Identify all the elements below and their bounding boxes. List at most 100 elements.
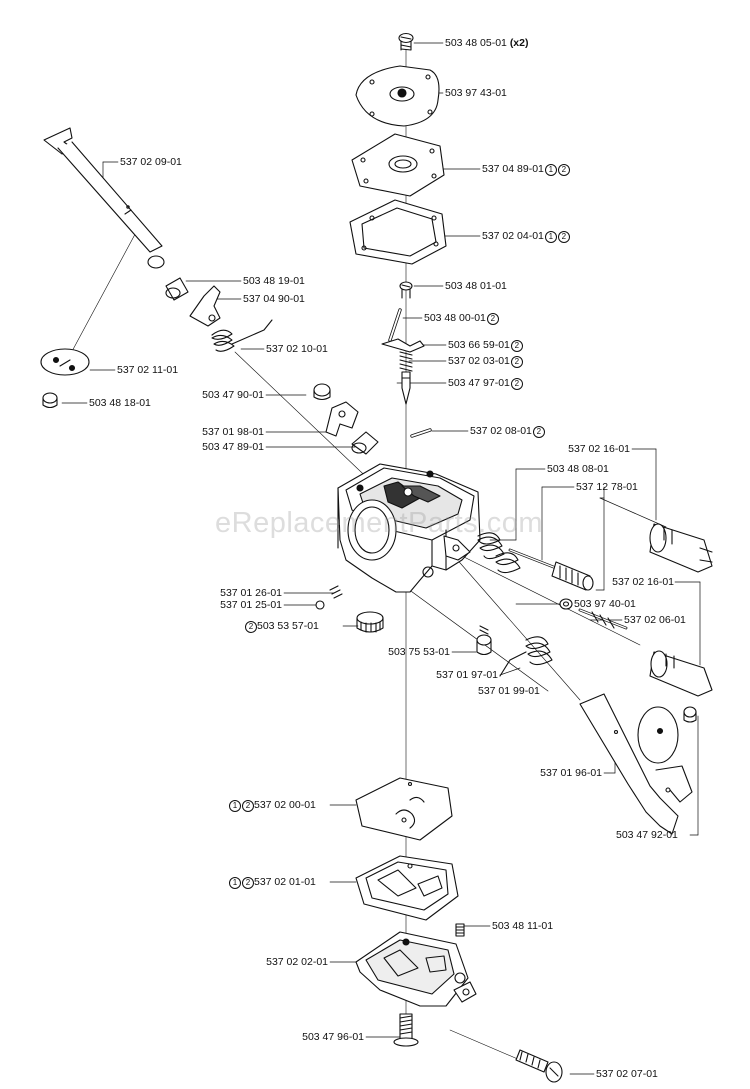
ref-marker-2: 2 [486, 313, 499, 325]
part-number: 503 48 00-01 [424, 312, 486, 324]
part-label-p16[interactable]: 503 48 18-01 [89, 397, 151, 409]
ref-marker-2: 2 [532, 426, 545, 438]
part-number: 537 01 96-01 [540, 767, 602, 779]
shaft-bushing [165, 277, 189, 301]
part-number: 537 02 04-01 [482, 230, 544, 242]
part-number: 503 97 40-01 [574, 598, 636, 610]
pivot-pin [410, 428, 432, 438]
part-label-p24[interactable]: 503 97 40-01 [574, 598, 636, 610]
part-label-p21[interactable]: 503 48 08-01 [547, 463, 609, 475]
part-label-p37[interactable]: 537 02 02-01 [234, 956, 328, 968]
cover-screw-small [455, 923, 465, 937]
part-label-p23[interactable]: 537 02 16-01 [580, 576, 674, 588]
carburetor-mount-screw [515, 1049, 563, 1083]
part-number: 503 75 53-01 [388, 646, 450, 658]
part-number: 503 48 08-01 [547, 463, 609, 475]
part-label-p1[interactable]: 503 48 05-01 (x2) [445, 37, 529, 49]
part-label-p27[interactable]: 537 01 25-01 [188, 599, 282, 611]
part-label-p12[interactable]: 503 48 19-01 [243, 275, 305, 287]
idle-screw-spring [499, 636, 553, 677]
ref-marker-2: 2 [245, 621, 257, 633]
part-number: 537 01 26-01 [220, 587, 282, 599]
ref-marker-2: 2 [557, 231, 570, 243]
part-label-p26[interactable]: 537 01 26-01 [188, 587, 282, 599]
part-number: 503 48 19-01 [243, 275, 305, 287]
part-number: 503 48 01-01 [445, 280, 507, 292]
inlet-needle-lever [381, 338, 425, 353]
part-label-p30[interactable]: 537 01 97-01 [404, 669, 498, 681]
part-label-p13[interactable]: 537 04 90-01 [243, 293, 305, 305]
ref-marker-2: 2 [510, 356, 523, 368]
choke-shaft [579, 693, 693, 835]
throttle-disc-screw [42, 392, 58, 409]
part-label-p17[interactable]: 503 47 90-01 [170, 389, 264, 401]
watermark-text: eReplacementParts.com [215, 507, 544, 539]
part-label-p20[interactable]: 537 02 16-01 [536, 443, 630, 455]
part-label-p18[interactable]: 537 01 98-01 [170, 426, 264, 438]
choke-disc-screw [683, 706, 697, 723]
limiter-cap-lower [649, 650, 713, 697]
choke-detent-ball [313, 383, 331, 401]
part-number: 503 47 97-01 [448, 377, 510, 389]
part-number: 537 02 09-01 [120, 156, 182, 168]
part-label-p39[interactable]: 537 02 07-01 [596, 1068, 658, 1080]
metering-diaphragm [355, 777, 453, 841]
pump-gasket [349, 199, 447, 265]
ref-marker-1: 1 [229, 800, 241, 812]
part-number: 537 01 25-01 [220, 599, 282, 611]
part-number: 537 01 97-01 [436, 669, 498, 681]
part-number: 537 04 90-01 [243, 293, 305, 305]
part-label-p25[interactable]: 537 02 06-01 [624, 614, 686, 626]
needle-spring-r [495, 552, 521, 574]
part-label-p22[interactable]: 537 12 78-01 [576, 481, 638, 493]
part-label-p29[interactable]: 503 75 53-01 [356, 646, 450, 658]
part-number: 537 01 98-01 [202, 426, 264, 438]
limiter-cap-upper [649, 523, 713, 573]
ref-marker-1: 1 [229, 877, 241, 889]
part-number: 537 02 06-01 [624, 614, 686, 626]
part-number: 537 02 01-01 [254, 876, 316, 888]
part-label-p11[interactable]: 537 02 09-01 [120, 156, 182, 168]
throttle-valve-disc [40, 348, 90, 376]
part-label-p36[interactable]: 503 48 11-01 [492, 920, 553, 932]
part-label-p15[interactable]: 537 02 11-01 [117, 364, 178, 376]
pump-cover-screw [398, 32, 414, 51]
part-label-p32[interactable]: 537 01 96-01 [508, 767, 602, 779]
part-label-p19[interactable]: 503 47 89-01 [170, 441, 264, 453]
part-number: 503 48 11-01 [492, 920, 554, 932]
part-number: 537 02 10-01 [266, 343, 328, 355]
part-number: 503 48 05-01 [445, 37, 507, 49]
part-label-p38[interactable]: 503 47 96-01 [270, 1031, 364, 1043]
ref-marker-2: 2 [242, 877, 254, 889]
part-number: 537 02 02-01 [266, 956, 328, 968]
choke-lever [325, 401, 359, 437]
part-number: 503 47 90-01 [202, 389, 264, 401]
part-number: 537 02 11-01 [117, 364, 179, 376]
needle-spring-l [477, 532, 505, 560]
part-label-p2[interactable]: 503 97 43-01 [445, 87, 507, 99]
part-number: 503 97 43-01 [445, 87, 507, 99]
ref-marker-2: 2 [557, 164, 570, 176]
part-number: 503 47 96-01 [302, 1031, 364, 1043]
part-label-p14[interactable]: 537 02 10-01 [266, 343, 328, 355]
part-label-p5[interactable]: 503 48 01-01 [445, 280, 507, 292]
adjusting-needle-l [578, 608, 628, 630]
part-number: 537 02 16-01 [568, 443, 630, 455]
part-number: 537 12 78-01 [576, 481, 638, 493]
part-label-p33[interactable]: 503 47 92-01 [616, 829, 678, 841]
throttle-shaft [43, 127, 165, 269]
part-label-p31[interactable]: 537 01 99-01 [478, 685, 540, 697]
metering-spring [399, 351, 413, 372]
lever-pin [388, 308, 402, 342]
